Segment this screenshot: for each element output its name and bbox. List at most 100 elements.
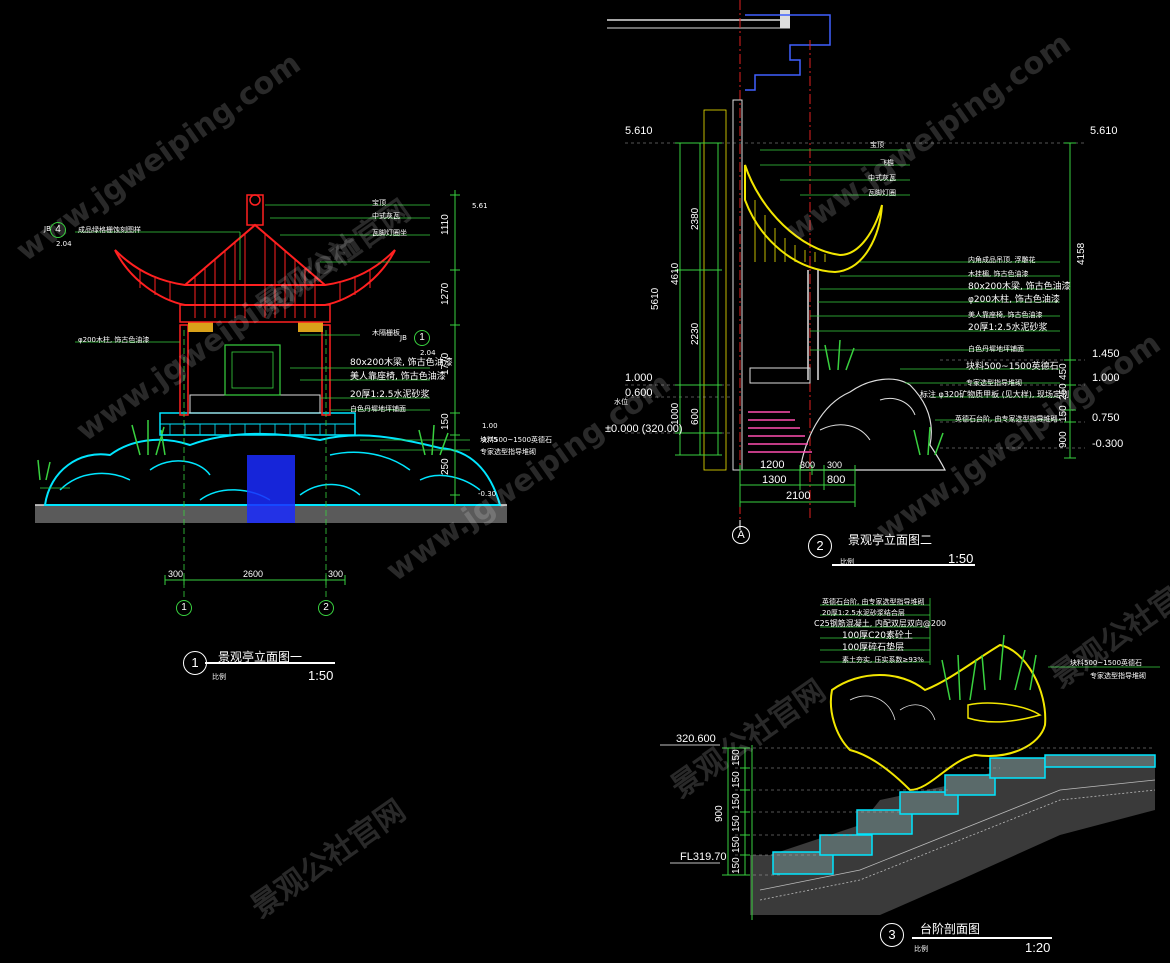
d3-dim-step-1: 150: [731, 749, 742, 766]
d2-note-11: 白色丹墀地坪铺面: [968, 345, 1024, 353]
d1-dim-bottom-1: 300: [168, 569, 184, 579]
d1-dim-right-3: 1770: [440, 352, 451, 375]
d1-note-right-3: 瓦脚灯圈坐: [372, 229, 407, 237]
d2-dim-right-4: 150: [1058, 405, 1069, 422]
d2-note-7: 80x200木梁, 饰古色油漆: [968, 282, 1071, 292]
slab-end: [780, 10, 790, 28]
dim-bottom-ticks: [164, 575, 346, 585]
bench-seat: [189, 394, 321, 414]
axis-bubble-2-label: 2: [323, 602, 329, 613]
drawing2-pavilion-side: [607, 0, 1085, 566]
title2-number-circle: 2: [808, 534, 832, 558]
d3-dim-total: 900: [714, 805, 725, 822]
feature-rock-inner: [967, 702, 1042, 723]
title1-scale: 1:50: [308, 668, 334, 683]
platform-hatch: [169, 424, 336, 435]
step-dims: [722, 745, 753, 920]
d2-note-1: 宝顶: [870, 141, 884, 149]
d2-dim-bottom-6: 2100: [786, 490, 811, 502]
d2-level-left-4: ±0.000 (320.00): [605, 423, 683, 435]
d1-note-right-10: 专家选型指导堆砌: [480, 448, 536, 456]
d2-dim-bottom-4: 1300: [762, 474, 787, 486]
d2-note-2: 飞檐: [880, 159, 894, 167]
d2-water-label: 水位: [614, 398, 628, 406]
d1-note-right-1: 宝顶: [372, 199, 386, 207]
d2-dim-right-5: 900: [1058, 431, 1069, 448]
d3-level-bottom: FL319.70: [680, 851, 727, 863]
callout-top-num: 4: [55, 224, 61, 235]
d2-level-right-2: 1.450: [1092, 348, 1120, 360]
d1-note-left-2: φ200木柱, 饰古色油漆: [78, 336, 150, 344]
eave-profile-blue: [745, 14, 831, 91]
leader-lines-1: [75, 204, 470, 451]
callout-mid-circle: 1: [414, 330, 430, 346]
d2-dim-left-5: 1000: [670, 402, 681, 425]
d2-dim-left-2: 4610: [670, 262, 681, 285]
d3-note-1: 英德石台阶, 由专家选型指导堆砌: [822, 598, 925, 606]
d2-note-9: 美人靠座椅, 饰古色油漆: [968, 311, 1043, 319]
d2-note-4: 瓦脚灯圈: [868, 189, 896, 197]
title2-sub: 比例: [840, 558, 854, 566]
eave-rafters: [754, 200, 826, 262]
title1-sub: 比例: [212, 673, 226, 681]
title2-scale: 1:50: [948, 551, 974, 566]
d1-note-right-6: 美人靠座椅, 饰古色油漆: [350, 372, 446, 382]
d2-note-6: 木挂楣, 饰古色油漆: [968, 270, 1029, 278]
d3-dim-step-2: 150: [731, 771, 742, 788]
title3-sub: 比例: [914, 945, 928, 953]
title1-number-circle: 1: [183, 651, 207, 675]
d2-note-14: 标注 φ320矿物质甲板 (见大样), 现场定制: [920, 390, 1069, 399]
title3-number-circle: 3: [880, 923, 904, 947]
axis-bubble-1-label: 1: [181, 602, 187, 613]
dims-bottom-2: [739, 465, 856, 507]
d1-note-right-5: 80x200木梁, 饰古色油漆: [350, 358, 453, 368]
d2-note-12: 块料500~1500英德石: [966, 362, 1059, 372]
roof-frieze: [179, 304, 331, 323]
side-rockery: [799, 378, 946, 471]
wall-face: [703, 109, 727, 471]
d3-note-6: 素土夯实, 压实系数≥93%: [842, 656, 924, 664]
d3-dim-step-3: 150: [731, 793, 742, 810]
d2-dim-bottom-2: 300: [800, 460, 816, 470]
d3-note-right-2: 专家选型指导堆砌: [1090, 672, 1146, 680]
feature-rock-detail: [849, 695, 936, 721]
d2-level-left-1: 5.610: [625, 125, 653, 137]
d3-note-2: 20厚1:2.5水泥砂浆结合层: [822, 609, 905, 617]
d2-dim-left-4: 2230: [690, 322, 701, 345]
callout-mid-letter: JB: [400, 334, 407, 342]
leader-lines-2: [760, 149, 1060, 421]
d1-dim-right-5: 250: [440, 458, 451, 475]
d1-note-right-2: 中式灰瓦: [372, 212, 400, 220]
d1-dim-right-4: 150: [440, 413, 451, 430]
title3-text: 台阶剖面图: [920, 922, 981, 936]
side-plants: [824, 339, 944, 456]
d2-dim-bottom-3: 300: [827, 460, 843, 470]
d2-note-5: 内角成品吊顶, 浮雕花: [968, 256, 1036, 264]
d1-note-right-9: 块料500~1500英德石: [480, 436, 553, 444]
top-paving: [1044, 754, 1156, 768]
rock-plants: [941, 634, 1037, 701]
axis-bubble-2: 2: [318, 600, 334, 616]
d2-note-10: 20厚1:2.5水泥砂浆: [968, 323, 1048, 333]
axis-A-bubble: A: [732, 526, 750, 544]
dims-left-2: [675, 142, 722, 456]
side-rockery-detail: [819, 397, 916, 441]
d2-level-left-3: 0.600: [625, 387, 653, 399]
d2-note-3: 中式灰瓦: [868, 174, 896, 182]
d1-dim-bottom-2: 2600: [243, 569, 264, 579]
d2-level-right-4: 0.750: [1092, 412, 1120, 424]
d2-dim-left-6: 600: [690, 408, 701, 425]
eave-curve-yellow: [744, 164, 883, 274]
d1-dim-right-1: 1110: [440, 214, 451, 235]
d2-level-right-3: 1.000: [1092, 372, 1120, 384]
finial-knob: [249, 194, 261, 206]
title2-text: 景观亭立面图二: [848, 533, 933, 547]
wall-section: [732, 99, 743, 471]
d1-note-left-1: 成品绿格栅蚀刻图样: [78, 226, 141, 234]
d1-dim-bottom-3: 300: [328, 569, 344, 579]
d2-dim-right-3: 450: [1058, 363, 1069, 380]
callout-top-sheet: 2.04: [56, 240, 72, 248]
d3-dim-step-4: 150: [731, 815, 742, 832]
concrete-layer: [759, 779, 1156, 891]
